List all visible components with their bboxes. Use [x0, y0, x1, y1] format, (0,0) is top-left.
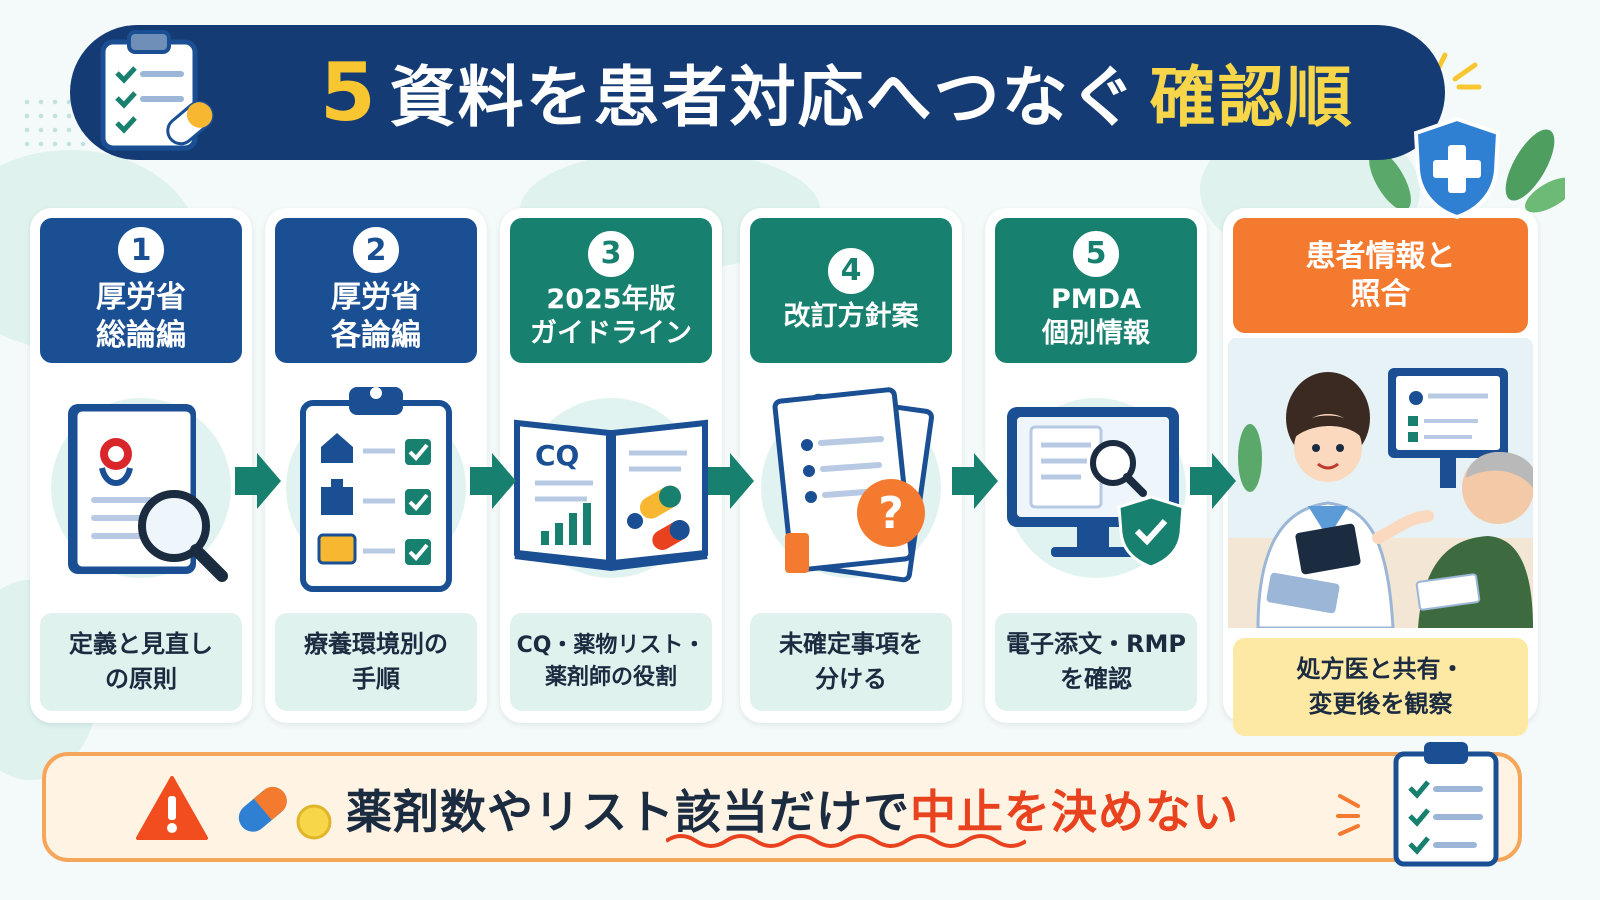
step-card-final: 患者情報と 照合 — [1223, 208, 1538, 736]
clipboard-checklist-icon — [300, 386, 452, 592]
title-banner: 5 資料を患者対応へつなぐ 確認順 — [70, 25, 1445, 160]
warning-icons — [136, 776, 332, 840]
step-header: 1 厚労省 総論編 — [40, 218, 242, 363]
pharmacist-patient-consultation-icon — [1228, 338, 1533, 628]
capsule-icon — [238, 786, 287, 832]
step-illustration — [995, 373, 1197, 603]
step-header: 2 厚労省 各論編 — [275, 218, 477, 363]
step-illustration — [40, 373, 242, 603]
warning-triangle-icon — [136, 776, 208, 840]
step-title: 患者情報と 照合 — [1305, 239, 1456, 312]
step-number: 5 — [1073, 230, 1119, 277]
step-header: 5 PMDA 個別情報 — [995, 218, 1197, 363]
step-title: 厚労省 総論編 — [96, 280, 186, 353]
step-illustration: CQ — [510, 373, 712, 603]
title-number: 5 — [320, 45, 378, 139]
step-description: 定義と見直し の原則 — [40, 613, 242, 711]
monitor-shield-icon — [1007, 406, 1185, 569]
step-number: 3 — [588, 230, 634, 277]
document-question-icon: ? — [772, 387, 934, 583]
step-illustration — [1228, 338, 1533, 628]
step-description: 電子添文・RMP を確認 — [995, 613, 1197, 711]
arrow-right-icon — [1190, 453, 1236, 509]
step-description: 未確定事項を 分ける — [750, 613, 952, 711]
step-description: 処方医と共有・ 変更後を観察 — [1233, 638, 1528, 736]
arrow-right-icon — [708, 453, 754, 509]
step-header: 患者情報と 照合 — [1233, 218, 1528, 333]
step-illustration: ? — [750, 373, 952, 603]
warning-message: 薬剤数やリスト該当だけで中止を決めない — [346, 776, 1239, 842]
step-card-2: 2 厚労省 各論編 — [265, 208, 487, 723]
warning-emphasis: 中止を決めない — [910, 785, 1239, 839]
step-title: 改訂方針案 — [783, 300, 919, 332]
clipboard-checklist-icon — [1393, 742, 1499, 867]
step-title: 2025年版 ガイドライン — [530, 283, 692, 349]
step-card-1: 1 厚労省 総論編 定義と見直し の原則 — [30, 208, 252, 723]
warning-prefix: 薬剤数やリスト該当だけで — [346, 785, 910, 839]
step-number: 4 — [828, 247, 874, 294]
open-guideline-book-icon: CQ — [514, 419, 708, 572]
book-magnifier-icon — [68, 404, 228, 582]
svg-text:?: ? — [878, 488, 904, 539]
step-card-5: 5 PMDA 個別情報 電子添文・RMP を確認 — [985, 208, 1207, 723]
title-main: 資料を患者対応へつなぐ — [389, 59, 1138, 136]
book-cq-label: CQ — [535, 439, 579, 472]
sparkle-rays-icon — [1336, 794, 1360, 836]
step-title: 厚労省 各論編 — [331, 280, 421, 353]
warning-banner: 薬剤数やリスト該当だけで中止を決めない — [42, 742, 1522, 867]
step-number: 2 — [353, 227, 399, 273]
medical-shield-icon — [1413, 116, 1501, 220]
emphasis-underline-wave — [666, 834, 1026, 848]
page-title: 5 資料を患者対応へつなぐ 確認順 — [320, 45, 1354, 139]
step-description: CQ・薬物リスト・ 薬剤師の役割 — [510, 613, 712, 711]
step-description: 療養環境別の 手順 — [275, 613, 477, 711]
step-number: 1 — [118, 227, 164, 273]
step-card-4: 4 改訂方針案 ? 未確定事項を 分ける — [740, 208, 962, 723]
step-header: 3 2025年版 ガイドライン — [510, 218, 712, 363]
leaves-decoration — [1369, 129, 1565, 213]
step-title: PMDA 個別情報 — [1042, 283, 1150, 349]
title-highlight: 確認順 — [1149, 59, 1354, 136]
step-header: 4 改訂方針案 — [750, 218, 952, 363]
arrow-right-icon — [952, 453, 998, 509]
clipboard-pill-icon — [100, 30, 214, 151]
step-illustration — [275, 373, 477, 603]
arrow-right-icon — [470, 453, 516, 509]
arrow-right-icon — [235, 453, 281, 509]
step-card-3: 3 2025年版 ガイドライン CQ — [500, 208, 722, 723]
step-flow: 1 厚労省 総論編 定義と見直し の原則 2 厚労省 各論編 — [30, 208, 1575, 736]
